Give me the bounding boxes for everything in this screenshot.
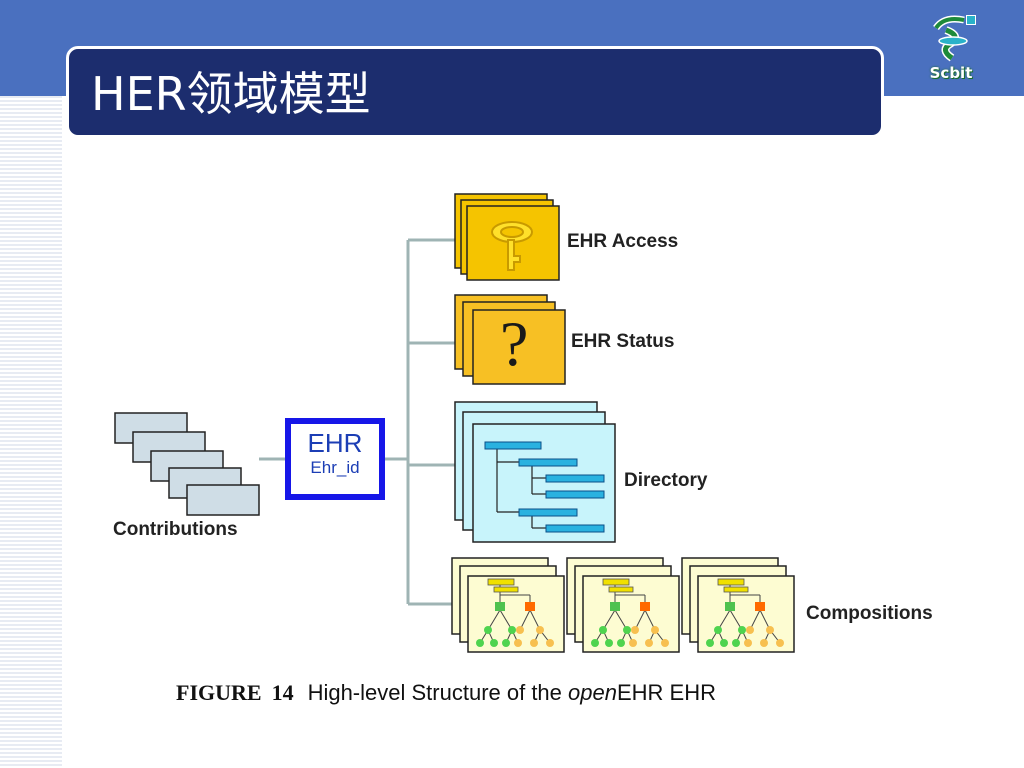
caption-text: High-level Structure of the — [307, 680, 569, 705]
ehr-node-label: EHR — [307, 428, 363, 458]
ehr-node: EHR Ehr_id — [285, 418, 385, 500]
compositions-stacks — [451, 557, 795, 653]
slide-title: HER领域模型 — [91, 67, 371, 121]
directory-label: Directory — [624, 470, 708, 491]
caption-italic-text: open — [568, 680, 617, 705]
compositions-label: Compositions — [806, 603, 933, 624]
key-icon — [491, 221, 533, 271]
ehr-status-label: EHR Status — [571, 331, 675, 352]
ehr-node-sublabel: Ehr_id — [310, 458, 360, 477]
contributions-label: Contributions — [113, 519, 238, 540]
ehr-access-label: EHR Access — [567, 231, 679, 252]
logo-emblem-icon — [933, 15, 976, 62]
title-banner: HER领域模型 — [66, 46, 884, 138]
folder-tree-icon — [484, 441, 605, 533]
composition-tree-icon — [476, 578, 554, 647]
scbit-logo: Scbit — [922, 10, 980, 90]
caption-figure-word: FIGURE — [176, 680, 262, 705]
logo-text: Scbit — [929, 64, 973, 82]
caption-text-end: EHR EHR — [616, 680, 716, 705]
question-mark-icon: ? — [500, 308, 529, 379]
connector-lines — [259, 238, 456, 606]
contributions-stack — [114, 412, 260, 516]
caption-figure-number: 14 — [271, 680, 294, 705]
ehr-status-stack — [454, 294, 566, 385]
directory-stack — [454, 401, 616, 543]
left-stripe-decoration — [0, 96, 62, 768]
figure-caption: FIGURE 14 High-level Structure of the open… — [176, 680, 716, 706]
